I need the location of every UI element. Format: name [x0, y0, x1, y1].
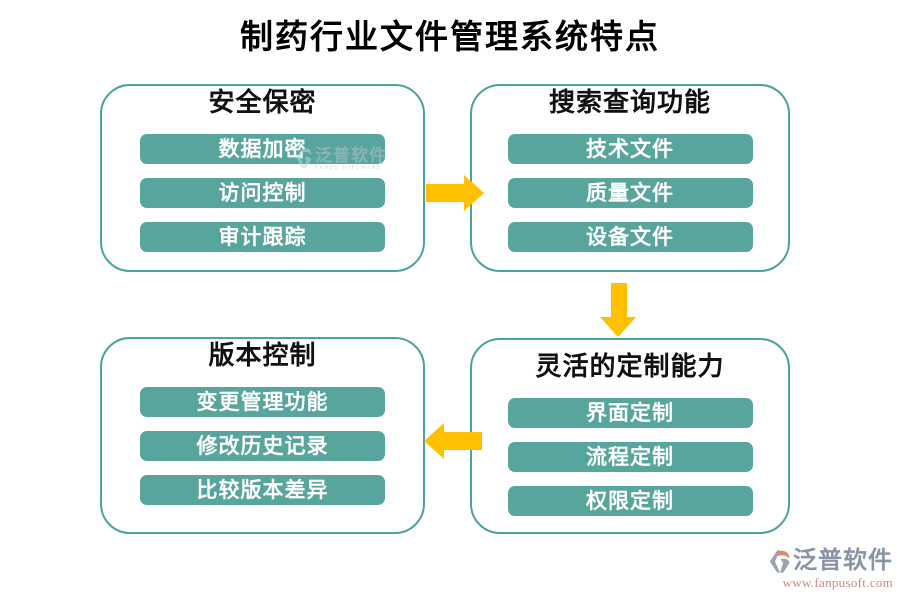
feature-pill: 质量文件 [507, 178, 753, 208]
feature-pill: 权限定制 [507, 486, 753, 516]
feature-box-title: 安全保密 [208, 88, 317, 117]
feature-pill: 流程定制 [507, 442, 753, 472]
feature-box-customization: 灵活的定制能力 界面定制 流程定制 权限定制 [470, 338, 790, 534]
arrow-left-icon [424, 423, 482, 459]
feature-pill: 变更管理功能 [140, 387, 385, 417]
arrow-down-icon [600, 283, 636, 337]
fanpu-logo-icon [769, 550, 790, 573]
feature-pill: 数据加密 [140, 134, 385, 164]
feature-pill: 技术文件 [507, 134, 753, 164]
brand-url: www.fanpusoft.com [782, 575, 893, 590]
feature-box-title: 灵活的定制能力 [535, 352, 725, 381]
feature-pill: 审计跟踪 [140, 222, 385, 252]
feature-box-title: 搜索查询功能 [548, 88, 711, 117]
arrow-right-icon [426, 175, 484, 211]
feature-pill: 访问控制 [140, 178, 385, 208]
feature-pill: 界面定制 [507, 398, 753, 428]
feature-box-title: 版本控制 [208, 341, 317, 370]
feature-pill: 修改历史记录 [140, 431, 385, 461]
feature-box-version: 版本控制 变更管理功能 修改历史记录 比较版本差异 [100, 337, 425, 534]
feature-pill: 设备文件 [507, 222, 753, 252]
feature-pill: 比较版本差异 [140, 475, 385, 505]
feature-box-security: 安全保密 数据加密 访问控制 审计跟踪 [100, 84, 425, 272]
feature-box-search: 搜索查询功能 技术文件 质量文件 设备文件 [470, 84, 790, 272]
page-title: 制药行业文件管理系统特点 [240, 20, 660, 56]
brand-name: 泛普软件 [793, 548, 893, 574]
brand-logo: 泛普软件 www.fanpusoft.com [750, 548, 893, 591]
